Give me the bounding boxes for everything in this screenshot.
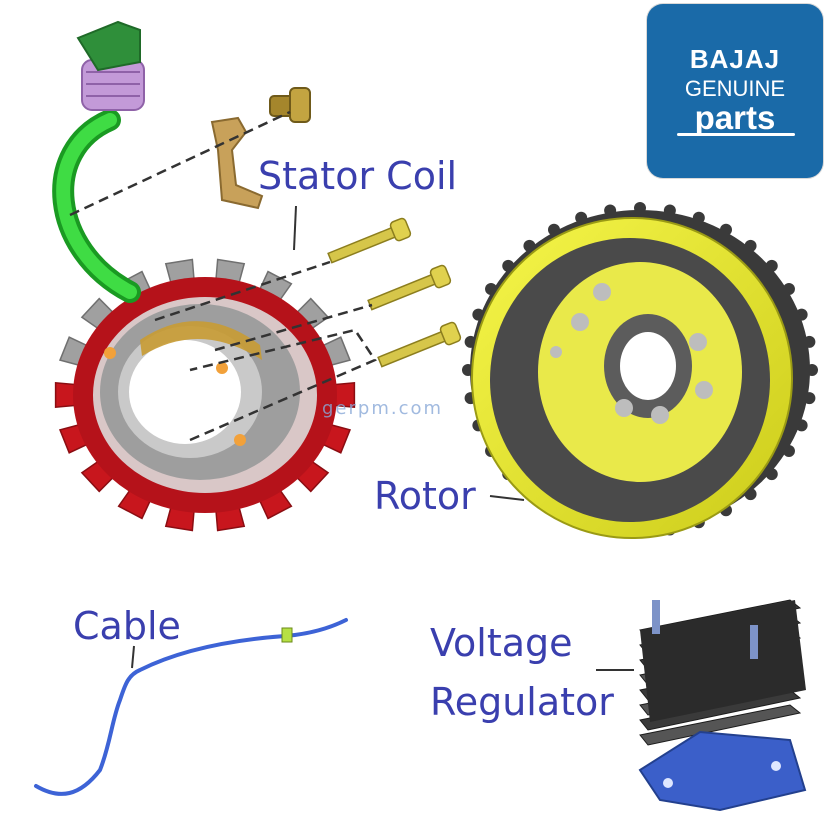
- rotor-label: Rotor: [374, 474, 476, 518]
- cable-label: Cable: [73, 604, 181, 648]
- logo-parts: parts: [694, 99, 776, 136]
- rotor-leader-line: [489, 495, 525, 501]
- rotor-flywheel-icon: [462, 202, 818, 539]
- watermark: gerpm.com: [322, 398, 444, 419]
- cable-icon: [34, 618, 348, 796]
- voltage-regulator-icon: [596, 599, 807, 812]
- logo-swoosh: [677, 133, 795, 136]
- clamp-bracket-icon: [210, 87, 311, 210]
- assembly-guide-lines: [69, 110, 377, 442]
- logo-brand: BAJAJ: [689, 44, 781, 74]
- regulator-fin: [639, 704, 802, 746]
- stator-coil-icon: [54, 258, 356, 532]
- screw-icons: [327, 217, 462, 368]
- logo-genuine: GENUINE: [684, 76, 786, 101]
- stator-leader-line: [293, 205, 297, 251]
- bajaj-logo-icon: BAJAJ GENUINE parts: [647, 4, 823, 178]
- voltage-regulator-label-line2: Regulator: [430, 680, 614, 724]
- voltage-regulator-label-line1: Voltage: [430, 621, 573, 665]
- wire-connector-icon: [52, 20, 145, 303]
- stator-coil-label: Stator Coil: [258, 154, 458, 198]
